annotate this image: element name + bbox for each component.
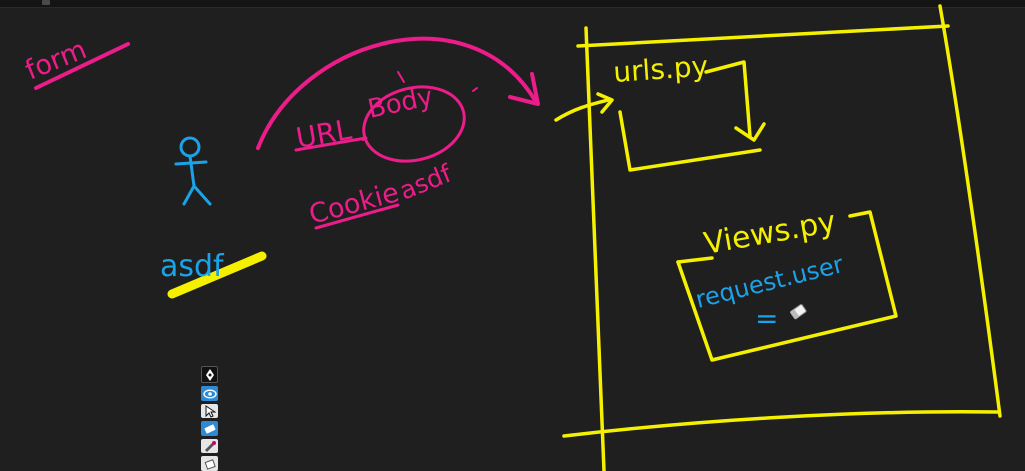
stick-figure-head: [179, 136, 201, 158]
cookie-underline: [314, 203, 400, 230]
urls-py-label: urls.py: [612, 49, 709, 89]
window-top-bar: [0, 0, 1025, 8]
window-control-icon[interactable]: [42, 0, 50, 5]
views-box-left-edge: [676, 256, 714, 264]
request-arrow-head: [508, 72, 540, 106]
user-name-label: asdf: [160, 249, 225, 284]
blue-text-layer: asdf request.user =: [160, 249, 846, 335]
stick-figure-body: [188, 154, 196, 188]
eye-icon[interactable]: [201, 386, 218, 401]
drawing-toolbar: [199, 366, 220, 471]
url-underline: [294, 136, 368, 152]
form-underline: [34, 42, 130, 90]
body-label: Body: [365, 82, 435, 125]
comma-mark: ,: [360, 115, 368, 145]
request-arrow: [256, 36, 538, 150]
server-frame-bottom: [562, 409, 1000, 438]
cookie-label: Cookie: [306, 177, 403, 231]
views-box: [676, 210, 898, 362]
pink-annotations: [34, 36, 540, 230]
routing-return: [618, 110, 762, 172]
highlighter-icon[interactable]: [201, 438, 218, 454]
url-label: URL: [293, 113, 354, 155]
pink-tick-mark: [472, 87, 478, 92]
routing-arrow-head: [734, 122, 766, 142]
server-frame-left: [584, 26, 606, 471]
cookie-value-label: asdf: [395, 158, 456, 205]
asdf-highlight: [167, 251, 267, 299]
eraser-cursor-icon: [790, 304, 807, 320]
server-frame-top: [576, 24, 950, 48]
pink-tick-mark: [397, 71, 405, 83]
server-frame-right: [938, 4, 1002, 418]
eraser-icon[interactable]: [201, 421, 218, 436]
routing-path: [704, 60, 752, 138]
body-circle: [362, 85, 466, 163]
pen-nib-icon[interactable]: [201, 366, 218, 384]
cursor-icon[interactable]: [201, 403, 218, 419]
user-stick-figure: [174, 136, 212, 206]
stick-figure-legs: [182, 184, 212, 206]
yellow-diagram: [554, 4, 1002, 471]
clear-icon[interactable]: [201, 456, 218, 471]
equals-label: =: [755, 302, 778, 335]
stick-figure-arms: [174, 160, 208, 166]
incoming-arrow-head: [596, 92, 614, 114]
views-py-label: Views.py: [701, 204, 838, 262]
incoming-arrow: [554, 98, 610, 122]
pink-text-layer: form URL , Body Cookie asdf: [21, 34, 457, 231]
